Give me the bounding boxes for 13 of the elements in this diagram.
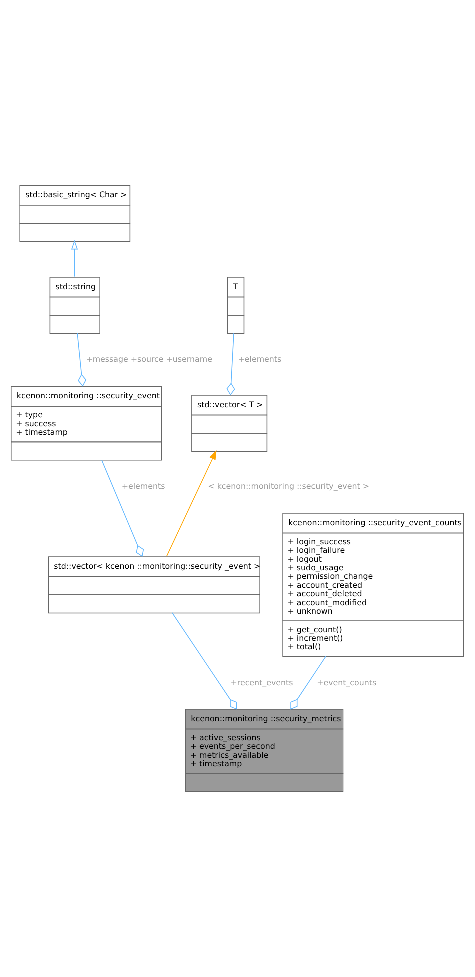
edge-label: +recent_events	[230, 678, 294, 688]
edge-label: +elements	[122, 482, 166, 491]
edge-label: +message +source +username	[86, 355, 212, 364]
edge-label: +event_counts	[317, 678, 377, 688]
connector	[226, 333, 236, 396]
arrow	[166, 450, 217, 557]
connector	[77, 333, 87, 387]
edge-label: < kcenon::monitoring ::security_event >	[208, 482, 370, 491]
connector	[101, 460, 144, 558]
arrow	[71, 240, 78, 278]
edge-label: +elements	[238, 355, 282, 364]
connector	[290, 656, 327, 710]
connector	[172, 612, 238, 710]
